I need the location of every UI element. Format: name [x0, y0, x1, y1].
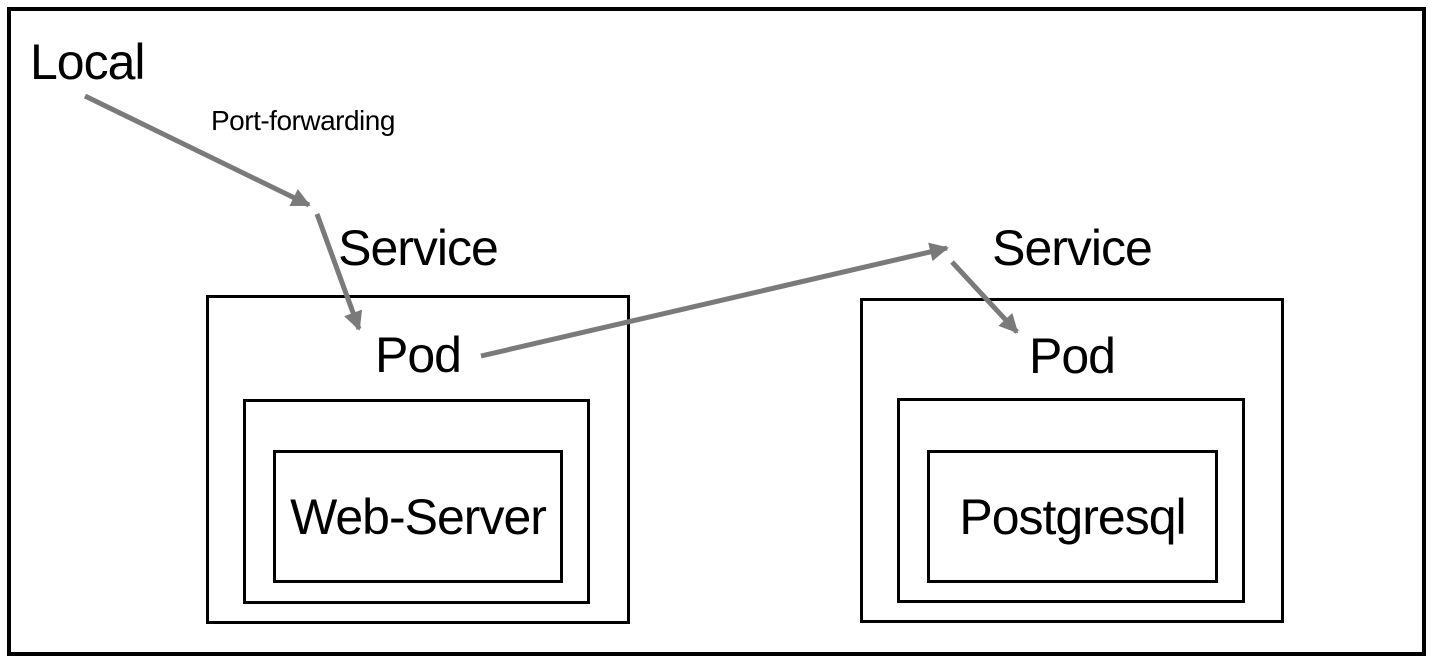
port-forwarding-label: Port-forwarding: [211, 105, 395, 136]
service-label-left: Service: [338, 220, 499, 276]
web-server-box: Web-Server: [273, 450, 563, 583]
pod-box-right: [897, 398, 1245, 603]
diagram-outer-frame: [7, 7, 1426, 656]
pod-label-right: Pod: [1029, 328, 1116, 384]
service-box-left: [206, 295, 630, 624]
web-server-label: Web-Server: [290, 488, 547, 545]
pod-box-left: [243, 399, 590, 604]
pod-label-left: Pod: [375, 327, 462, 383]
service-box-right: [860, 298, 1284, 623]
postgresql-box: Postgresql: [927, 450, 1218, 583]
local-label: Local: [30, 34, 146, 90]
postgresql-label: Postgresql: [959, 488, 1186, 545]
service-label-right: Service: [992, 220, 1153, 276]
